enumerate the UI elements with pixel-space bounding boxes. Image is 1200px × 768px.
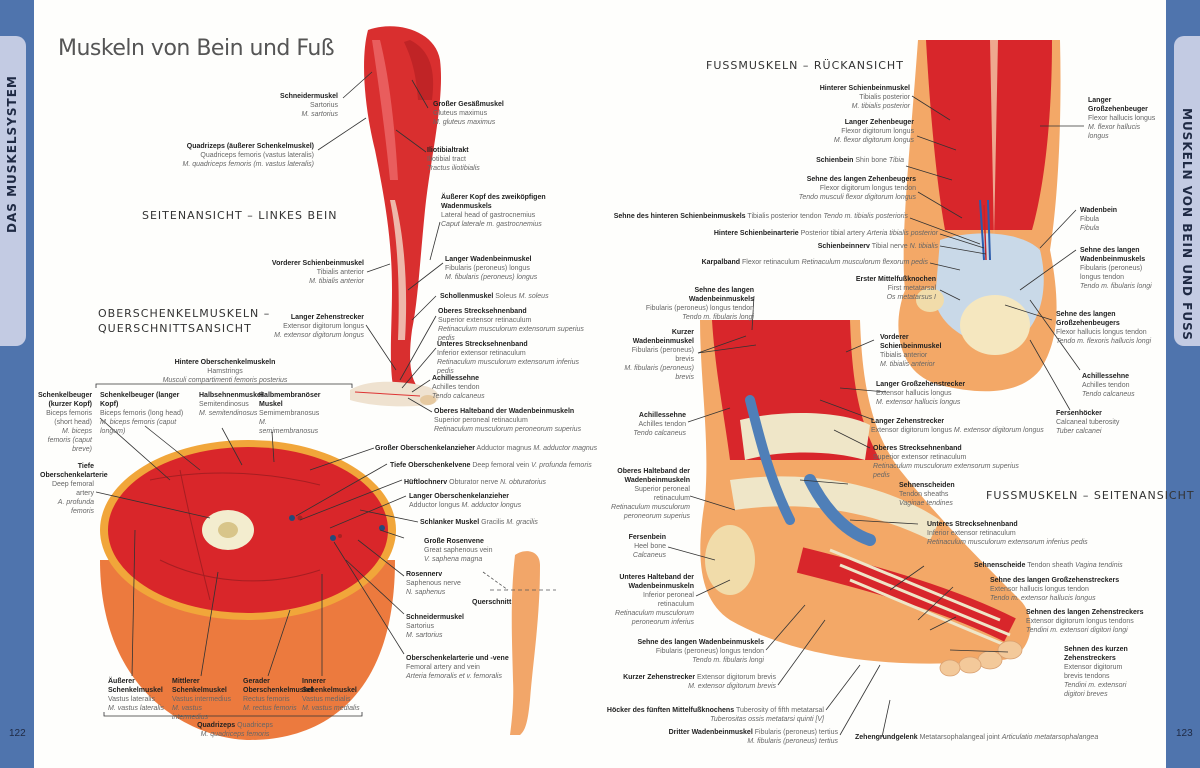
label-metatarsophalangeal-joint: Zehengrundgelenk Metatarsophalangeal joi… bbox=[855, 734, 1099, 741]
right-illustrations bbox=[667, 40, 1084, 738]
label-fibularis-tertius: Dritter Wadenbeinmuskel Fibularis (peron… bbox=[668, 729, 838, 745]
page-title: Muskeln von Bein und Fuß bbox=[58, 36, 335, 61]
section-title-back-view: FUSSMUSKELN – RÜCKANSICHT bbox=[706, 59, 904, 72]
section-title-cross-section: OBERSCHENKELMUSKELN – QUERSCHNITTSANSICH… bbox=[98, 306, 270, 336]
back-view-ankle-illustration bbox=[898, 40, 1061, 392]
side-view-leg-illustration bbox=[350, 26, 442, 407]
label-gastrocnemius-lateral: Äußerer Kopf des zweiköpfigen Wadenmuske… bbox=[441, 194, 546, 228]
leader-lines bbox=[95, 71, 444, 717]
label-adductor-magnus: Großer Oberschenkelanzieher Adductor mag… bbox=[375, 445, 598, 452]
label-biceps-short-head: Schenkelbeuger (kurzer Kopf)Biceps femor… bbox=[38, 392, 93, 453]
section-title-side-view: FUSSMUSKELN – SEITENANSICHT bbox=[986, 489, 1195, 502]
label-extensor-digitorum-brevis: Kurzer Zehenstrecker Extensor digitorum … bbox=[623, 674, 776, 690]
label-tibial-nerve: Schienbeinnerv Tibial nerve N. tibialis bbox=[817, 243, 938, 250]
leader-lines bbox=[667, 95, 1084, 738]
left-page: DAS MUSKELSYSTEM 122 Muskeln von Bein un… bbox=[0, 0, 598, 768]
label-fifth-metatarsal-tuberosity: Höcker des fünften Mittelfußknochens Tub… bbox=[606, 707, 824, 723]
label-deep-femoral-vein: Tiefe Oberschenkelvene Deep femoral vein… bbox=[390, 462, 592, 469]
label-gracilis: Schlanker Muskel Gracilis M. gracilis bbox=[420, 519, 538, 526]
label-biceps-long-head: Schenkelbeuger (langer Kopf)Biceps femor… bbox=[100, 392, 184, 435]
right-chapter-tab[interactable]: MUSKELN VON BEIN UND FUSS bbox=[1174, 36, 1200, 346]
label-quadrizeps-lateral: Quadrizeps (äußerer Schenkelmuskel)Quadr… bbox=[182, 143, 314, 168]
left-chapter-tab[interactable]: DAS MUSKELSYSTEM bbox=[0, 36, 26, 346]
label-schienbein: Schienbein Shin bone Tibia bbox=[816, 157, 904, 164]
label-posterior-tibial-artery: Hintere Schienbeinarterie Posterior tibi… bbox=[713, 230, 938, 237]
label-querschnitt: Querschnitt bbox=[472, 599, 512, 606]
right-page: MUSKELN VON BEIN UND FUSS 123 bbox=[600, 0, 1200, 768]
small-leg-silhouette bbox=[482, 551, 556, 735]
left-illustrations bbox=[95, 26, 556, 740]
label-tibialis-posterior-tendon: Sehne des hinteren Schienbeinmuskels Tib… bbox=[613, 213, 908, 220]
side-view-foot-illustration bbox=[700, 320, 1031, 677]
label-soleus: Schollenmuskel Soleus M. soleus bbox=[440, 293, 549, 300]
label-tendon-sheath: Sehnenscheide Tendon sheath Vagina tendi… bbox=[974, 562, 1123, 569]
section-title-side-view: SEITENANSICHT – LINKES BEIN bbox=[142, 209, 338, 222]
page-number: 122 bbox=[9, 728, 26, 739]
label-obturator-nerve: Hüftlochnerv Obturator nerve N. obturato… bbox=[404, 479, 547, 486]
section-title-line: OBERSCHENKELMUSKELN – bbox=[98, 307, 271, 320]
thigh-cross-section-illustration bbox=[100, 440, 396, 740]
section-title-line: QUERSCHNITTSANSICHT bbox=[98, 322, 252, 335]
page-number: 123 bbox=[1176, 728, 1193, 739]
label-flexor-retinaculum: Karpalband Flexor retinaculum Retinaculu… bbox=[701, 259, 928, 266]
